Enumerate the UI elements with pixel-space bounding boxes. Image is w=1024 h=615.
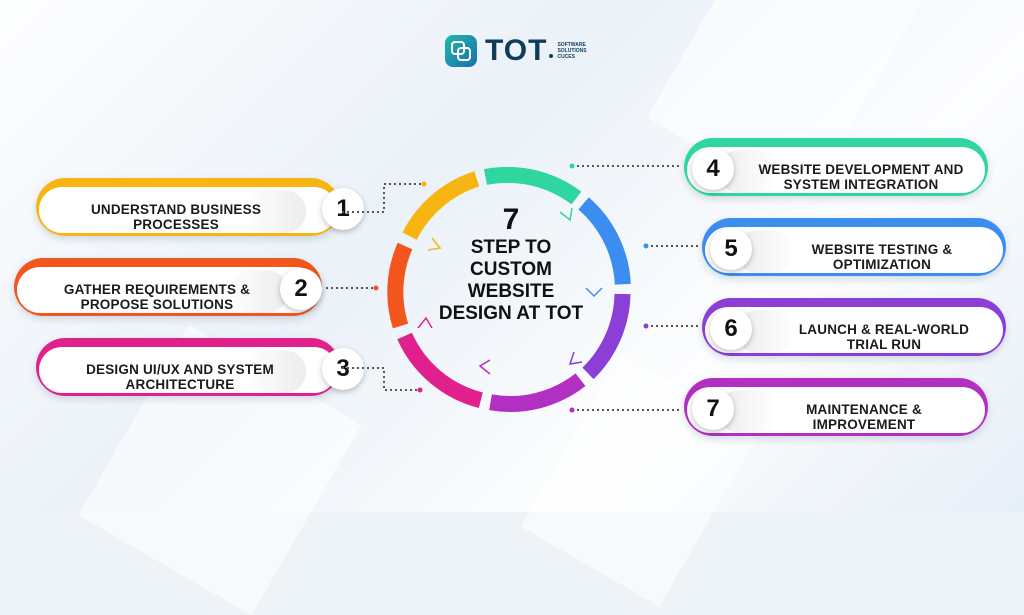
step-number-4: 4 [692,148,734,190]
step-card-5: WEBSITE TESTING & OPTIMIZATION 5 [702,218,1006,276]
step-label-5: WEBSITE TESTING & OPTIMIZATION [811,242,953,272]
step-label-3: DESIGN UI/UX AND SYSTEM ARCHITECTURE [86,362,274,392]
step-label-4: WEBSITE DEVELOPMENT AND SYSTEM INTEGRATI… [758,162,964,192]
connector-dot [569,163,575,169]
step-number-7: 7 [692,388,734,430]
step-number-6: 6 [710,308,752,350]
ring-segment-1 [402,171,480,240]
connector-dot [417,387,423,393]
ring-segment-7 [489,373,586,412]
ring-arrow-icon [568,351,583,365]
center-title-text: STEP TO CUSTOM WEBSITE DESIGN AT TOT [438,237,584,324]
center-title: 7 STEP TO CUSTOM WEBSITE DESIGN AT TOT [436,205,586,325]
ring-segment-6 [582,293,631,380]
logo-tagline: SOFTWARE SOLUTIONS CUCES [557,42,587,60]
step-card-3: DESIGN UI/UX AND SYSTEM ARCHITECTURE 3 [36,338,364,396]
step-label-6: LAUNCH & REAL-WORLD TRIAL RUN [798,322,970,352]
ring-segment-5 [578,197,631,285]
center-title-number: 7 [502,203,520,236]
ring-arrow-icon [585,287,603,298]
connector-dot [373,285,379,291]
ring-arrow-icon [427,237,442,251]
step-card-7: MAINTENANCE & IMPROVEMENT 7 [684,378,988,436]
logo-mark-icon [445,35,477,67]
connector-dot [421,181,427,187]
step-label-1: UNDERSTAND BUSINESS PROCESSES [90,202,262,232]
connector-dot [643,323,649,329]
ring-segment-2 [387,242,413,329]
brand-logo: TOT SOFTWARE SOLUTIONS CUCES [445,34,591,68]
step-label-7: MAINTENANCE & IMPROVEMENT [806,402,922,432]
step-number-2: 2 [280,268,322,310]
step-number-1: 1 [322,188,364,230]
ring-arrow-icon [417,316,433,329]
step-card-6: LAUNCH & REAL-WORLD TRIAL RUN 6 [702,298,1006,356]
step-label-2: GATHER REQUIREMENTS & PROPOSE SOLUTIONS [63,282,251,312]
step-card-1: UNDERSTAND BUSINESS PROCESSES 1 [36,178,364,236]
ring-segment-3 [397,332,483,408]
ring-arrow-icon [559,207,573,222]
connector-lines [326,163,698,413]
connector-3 [342,367,420,391]
ring-segment-4 [483,166,582,205]
ring-arrow-icon [478,359,491,375]
step-number-5: 5 [710,228,752,270]
logo-dot [549,54,554,58]
connector-1 [342,183,424,213]
connector-dot [643,243,649,249]
logo-wordmark: TOT [485,34,548,67]
process-ring [387,166,631,412]
connector-dot [569,407,575,413]
step-card-2: GATHER REQUIREMENTS & PROPOSE SOLUTIONS … [14,258,322,316]
step-card-4: WEBSITE DEVELOPMENT AND SYSTEM INTEGRATI… [684,138,988,196]
